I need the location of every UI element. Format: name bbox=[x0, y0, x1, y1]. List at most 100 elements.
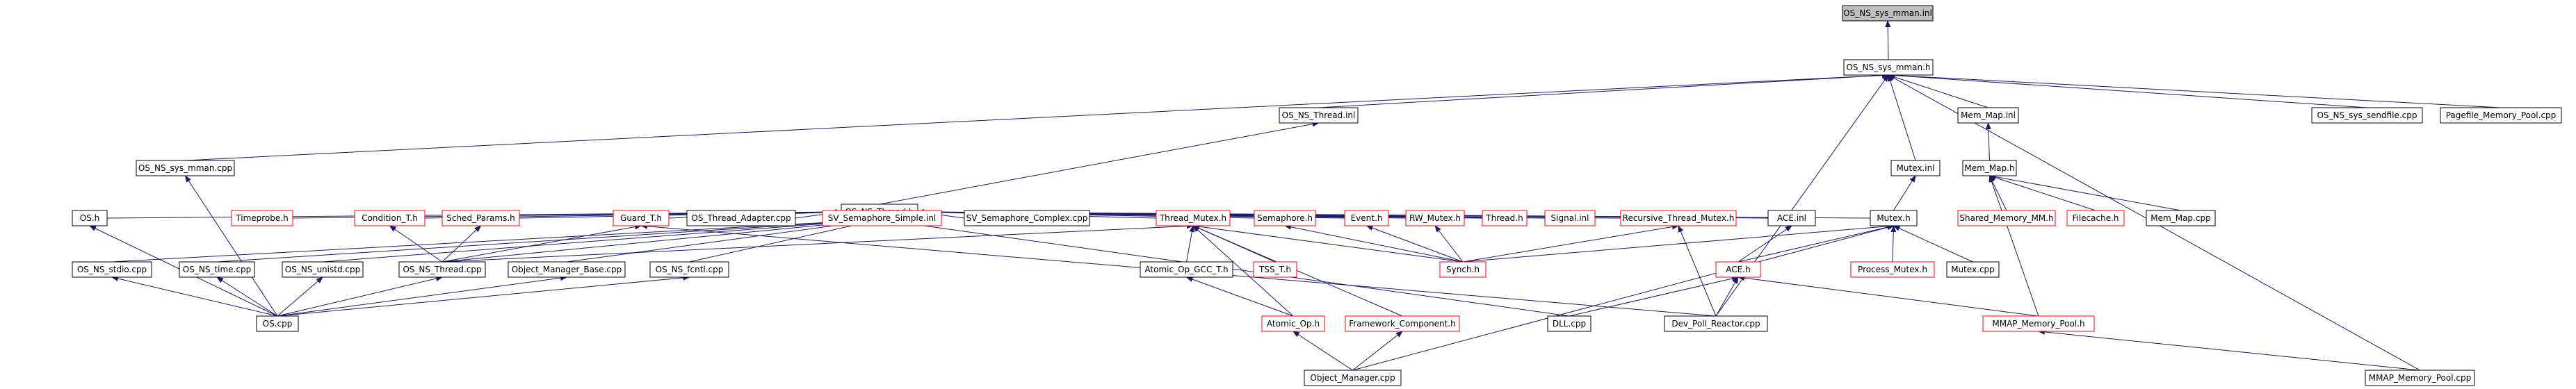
node-timeprobe-h[interactable]: Timeprobe.h bbox=[231, 210, 293, 226]
node-label: Thread_Mutex.h bbox=[1159, 213, 1226, 223]
node-recursive-thread-mutex-h[interactable]: Recursive_Thread_Mutex.h bbox=[1620, 210, 1737, 226]
node-mmap-memory-pool-h[interactable]: MMAP_Memory_Pool.h bbox=[1982, 315, 2095, 332]
node-synch-h[interactable]: Synch.h bbox=[1439, 261, 1487, 278]
node-os-ns-thread-inl[interactable]: OS_NS_Thread.inl bbox=[1279, 107, 1359, 124]
node-os-ns-stdio-cpp[interactable]: OS_NS_stdio.cpp bbox=[72, 261, 152, 278]
node-mutex-h[interactable]: Mutex.h bbox=[1870, 210, 1918, 226]
node-os-ns-sys-mman-cpp[interactable]: OS_NS_sys_mman.cpp bbox=[136, 160, 235, 176]
node-os-cpp[interactable]: OS.cpp bbox=[256, 315, 299, 332]
edge-dev_poll_reactor_cpp-to-recursive_thread_mutex_h bbox=[1678, 225, 1717, 317]
node-label: Atomic_Op.h bbox=[1267, 319, 1320, 329]
node-label: Object_Manager_Base.cpp bbox=[512, 265, 622, 274]
node-atomic-op-gcc-t-h[interactable]: Atomic_Op_GCC_T.h bbox=[1140, 261, 1233, 278]
edge-synch_h-to-recursive_thread_mutex_h bbox=[1462, 224, 1679, 263]
node-label: Guard_T.h bbox=[620, 213, 662, 223]
node-os-ns-time-cpp[interactable]: OS_NS_time.cpp bbox=[179, 261, 255, 278]
edge-dll_cpp-to-ace_h bbox=[1569, 276, 1739, 317]
node-os-ns-sys-mman-h[interactable]: OS_NS_sys_mman.h bbox=[1843, 59, 1934, 76]
node-signal-inl[interactable]: Signal.inl bbox=[1544, 210, 1596, 226]
node-box bbox=[1254, 210, 1316, 226]
node-rw-mutex-h[interactable]: RW_Mutex.h bbox=[1405, 210, 1465, 226]
node-sv-semaphore-simple-inl[interactable]: SV_Semaphore_Simple.inl bbox=[822, 210, 942, 226]
node-dll-cpp[interactable]: DLL.cpp bbox=[1547, 315, 1591, 332]
node-box bbox=[179, 261, 255, 278]
node-label: Dev_Poll_Reactor.cpp bbox=[1671, 319, 1760, 329]
node-box bbox=[1842, 5, 1934, 22]
edge-synch_h-to-thread_mutex_h bbox=[1192, 224, 1464, 263]
node-object-manager-cpp[interactable]: Object_Manager.cpp bbox=[1304, 370, 1402, 386]
node-label: OS.h bbox=[80, 213, 99, 223]
node-event-h[interactable]: Event.h bbox=[1344, 210, 1389, 226]
node-atomic-op-h[interactable]: Atomic_Op.h bbox=[1261, 315, 1325, 332]
node-ace-h[interactable]: ACE.h bbox=[1715, 261, 1761, 278]
node-box bbox=[2066, 210, 2125, 226]
edge-os_ns_thread_cpp-to-thread_mutex_h bbox=[442, 223, 1194, 263]
edge-os_ns_thread_inl-to-os_ns_sys_mman_h bbox=[1318, 72, 1889, 108]
edge-mem_map_h-to-mem_map_inl bbox=[1985, 122, 1991, 161]
edge-os_ns_fcntl_cpp-to-os_ns_thread_h bbox=[689, 218, 880, 263]
node-label: Sched_Params.h bbox=[446, 213, 515, 223]
node-label: ACE.inl bbox=[1777, 213, 1806, 223]
node-box bbox=[822, 210, 942, 226]
edge-mmap_memory_pool_h-to-mem_map_h bbox=[1988, 175, 2039, 317]
edge-mutex_h-to-mutex_inl bbox=[1893, 175, 1916, 211]
node-ace-inl[interactable]: ACE.inl bbox=[1767, 210, 1816, 226]
node-label: OS_NS_sys_mman.h bbox=[1846, 63, 1930, 72]
node-label: OS_NS_fcntl.cpp bbox=[656, 265, 724, 274]
node-box bbox=[613, 210, 670, 226]
node-os-thread-adapter-cpp[interactable]: OS_Thread_Adapter.cpp bbox=[686, 210, 796, 226]
edge-mmap_memory_pool_cpp-to-mmap_memory_pool_h bbox=[2038, 329, 2420, 371]
node-os-ns-sys-sendfile-cpp[interactable]: OS_NS_sys_sendfile.cpp bbox=[2311, 107, 2423, 124]
node-condition-t-h[interactable]: Condition_T.h bbox=[354, 210, 426, 226]
node-sched-params-h[interactable]: Sched_Params.h bbox=[442, 210, 520, 226]
node-box bbox=[1890, 160, 1941, 176]
node-pagefile-memory-pool-cpp[interactable]: Pagefile_Memory_Pool.cpp bbox=[2440, 107, 2562, 124]
node-os-h[interactable]: OS.h bbox=[72, 210, 108, 226]
node-thread-h[interactable]: Thread.h bbox=[1482, 210, 1528, 226]
node-sv-semaphore-complex-cpp[interactable]: SV_Semaphore_Complex.cpp bbox=[964, 210, 1090, 226]
node-label: DLL.cpp bbox=[1553, 319, 1586, 329]
node-label: Atomic_Op_GCC_T.h bbox=[1144, 265, 1228, 274]
node-label: OS.cpp bbox=[263, 319, 293, 329]
node-label: OS_NS_sys_mman.cpp bbox=[138, 163, 232, 173]
node-mutex-cpp[interactable]: Mutex.cpp bbox=[1946, 261, 2000, 278]
node-box bbox=[72, 261, 152, 278]
node-mem-map-cpp[interactable]: Mem_Map.cpp bbox=[2146, 210, 2216, 226]
node-label: Mem_Map.cpp bbox=[2150, 213, 2210, 223]
node-framework-component-h[interactable]: Framework_Component.h bbox=[1345, 315, 1460, 332]
node-label: Pagefile_Memory_Pool.cpp bbox=[2446, 110, 2557, 120]
node-thread-mutex-h[interactable]: Thread_Mutex.h bbox=[1156, 210, 1231, 226]
node-process-mutex-h[interactable]: Process_Mutex.h bbox=[1850, 261, 1935, 278]
node-label: ACE.h bbox=[1726, 265, 1750, 274]
node-mem-map-inl[interactable]: Mem_Map.inl bbox=[1957, 107, 2019, 124]
node-box bbox=[1946, 261, 2000, 278]
node-label: Recursive_Thread_Mutex.h bbox=[1623, 213, 1735, 223]
node-semaphore-h[interactable]: Semaphore.h bbox=[1254, 210, 1316, 226]
node-label: RW_Mutex.h bbox=[1409, 213, 1461, 223]
node-label: SV_Semaphore_Simple.inl bbox=[828, 213, 937, 223]
node-guard-t-h[interactable]: Guard_T.h bbox=[613, 210, 670, 226]
node-shared-memory-mm-h[interactable]: Shared_Memory_MM.h bbox=[1957, 210, 2056, 226]
node-os-ns-sys-mman-inl: OS_NS_sys_mman.inl bbox=[1842, 5, 1934, 22]
node-box bbox=[1156, 210, 1231, 226]
node-mutex-inl[interactable]: Mutex.inl bbox=[1890, 160, 1941, 176]
node-box bbox=[1870, 210, 1918, 226]
node-os-ns-thread-cpp[interactable]: OS_NS_Thread.cpp bbox=[398, 261, 486, 278]
edge-synch_h-to-rw_mutex_h bbox=[1434, 225, 1464, 263]
edge-ace_h-to-ace_inl bbox=[1737, 225, 1792, 263]
node-filecache-h[interactable]: Filecache.h bbox=[2066, 210, 2125, 226]
node-object-manager-base-cpp[interactable]: Object_Manager_Base.cpp bbox=[508, 261, 626, 278]
node-tss-t-h[interactable]: TSS_T.h bbox=[1253, 261, 1297, 278]
node-mmap-memory-pool-cpp[interactable]: MMAP_Memory_Pool.cpp bbox=[2365, 370, 2475, 386]
node-box bbox=[1405, 210, 1465, 226]
edge-atomic_op_h-to-thread_mutex_h bbox=[1192, 225, 1294, 317]
node-mem-map-h[interactable]: Mem_Map.h bbox=[1962, 160, 2017, 176]
node-label: OS_NS_Thread.cpp bbox=[403, 265, 481, 274]
node-os-ns-fcntl-cpp[interactable]: OS_NS_fcntl.cpp bbox=[649, 261, 729, 278]
node-box bbox=[508, 261, 626, 278]
node-box bbox=[2311, 107, 2423, 124]
node-dev-poll-reactor-cpp[interactable]: Dev_Poll_Reactor.cpp bbox=[1664, 315, 1768, 332]
node-box bbox=[686, 210, 796, 226]
node-os-ns-unistd-cpp[interactable]: OS_NS_unistd.cpp bbox=[282, 261, 364, 278]
edge-atomic_op_h-to-atomic_op_gcc_t_h bbox=[1185, 276, 1294, 317]
